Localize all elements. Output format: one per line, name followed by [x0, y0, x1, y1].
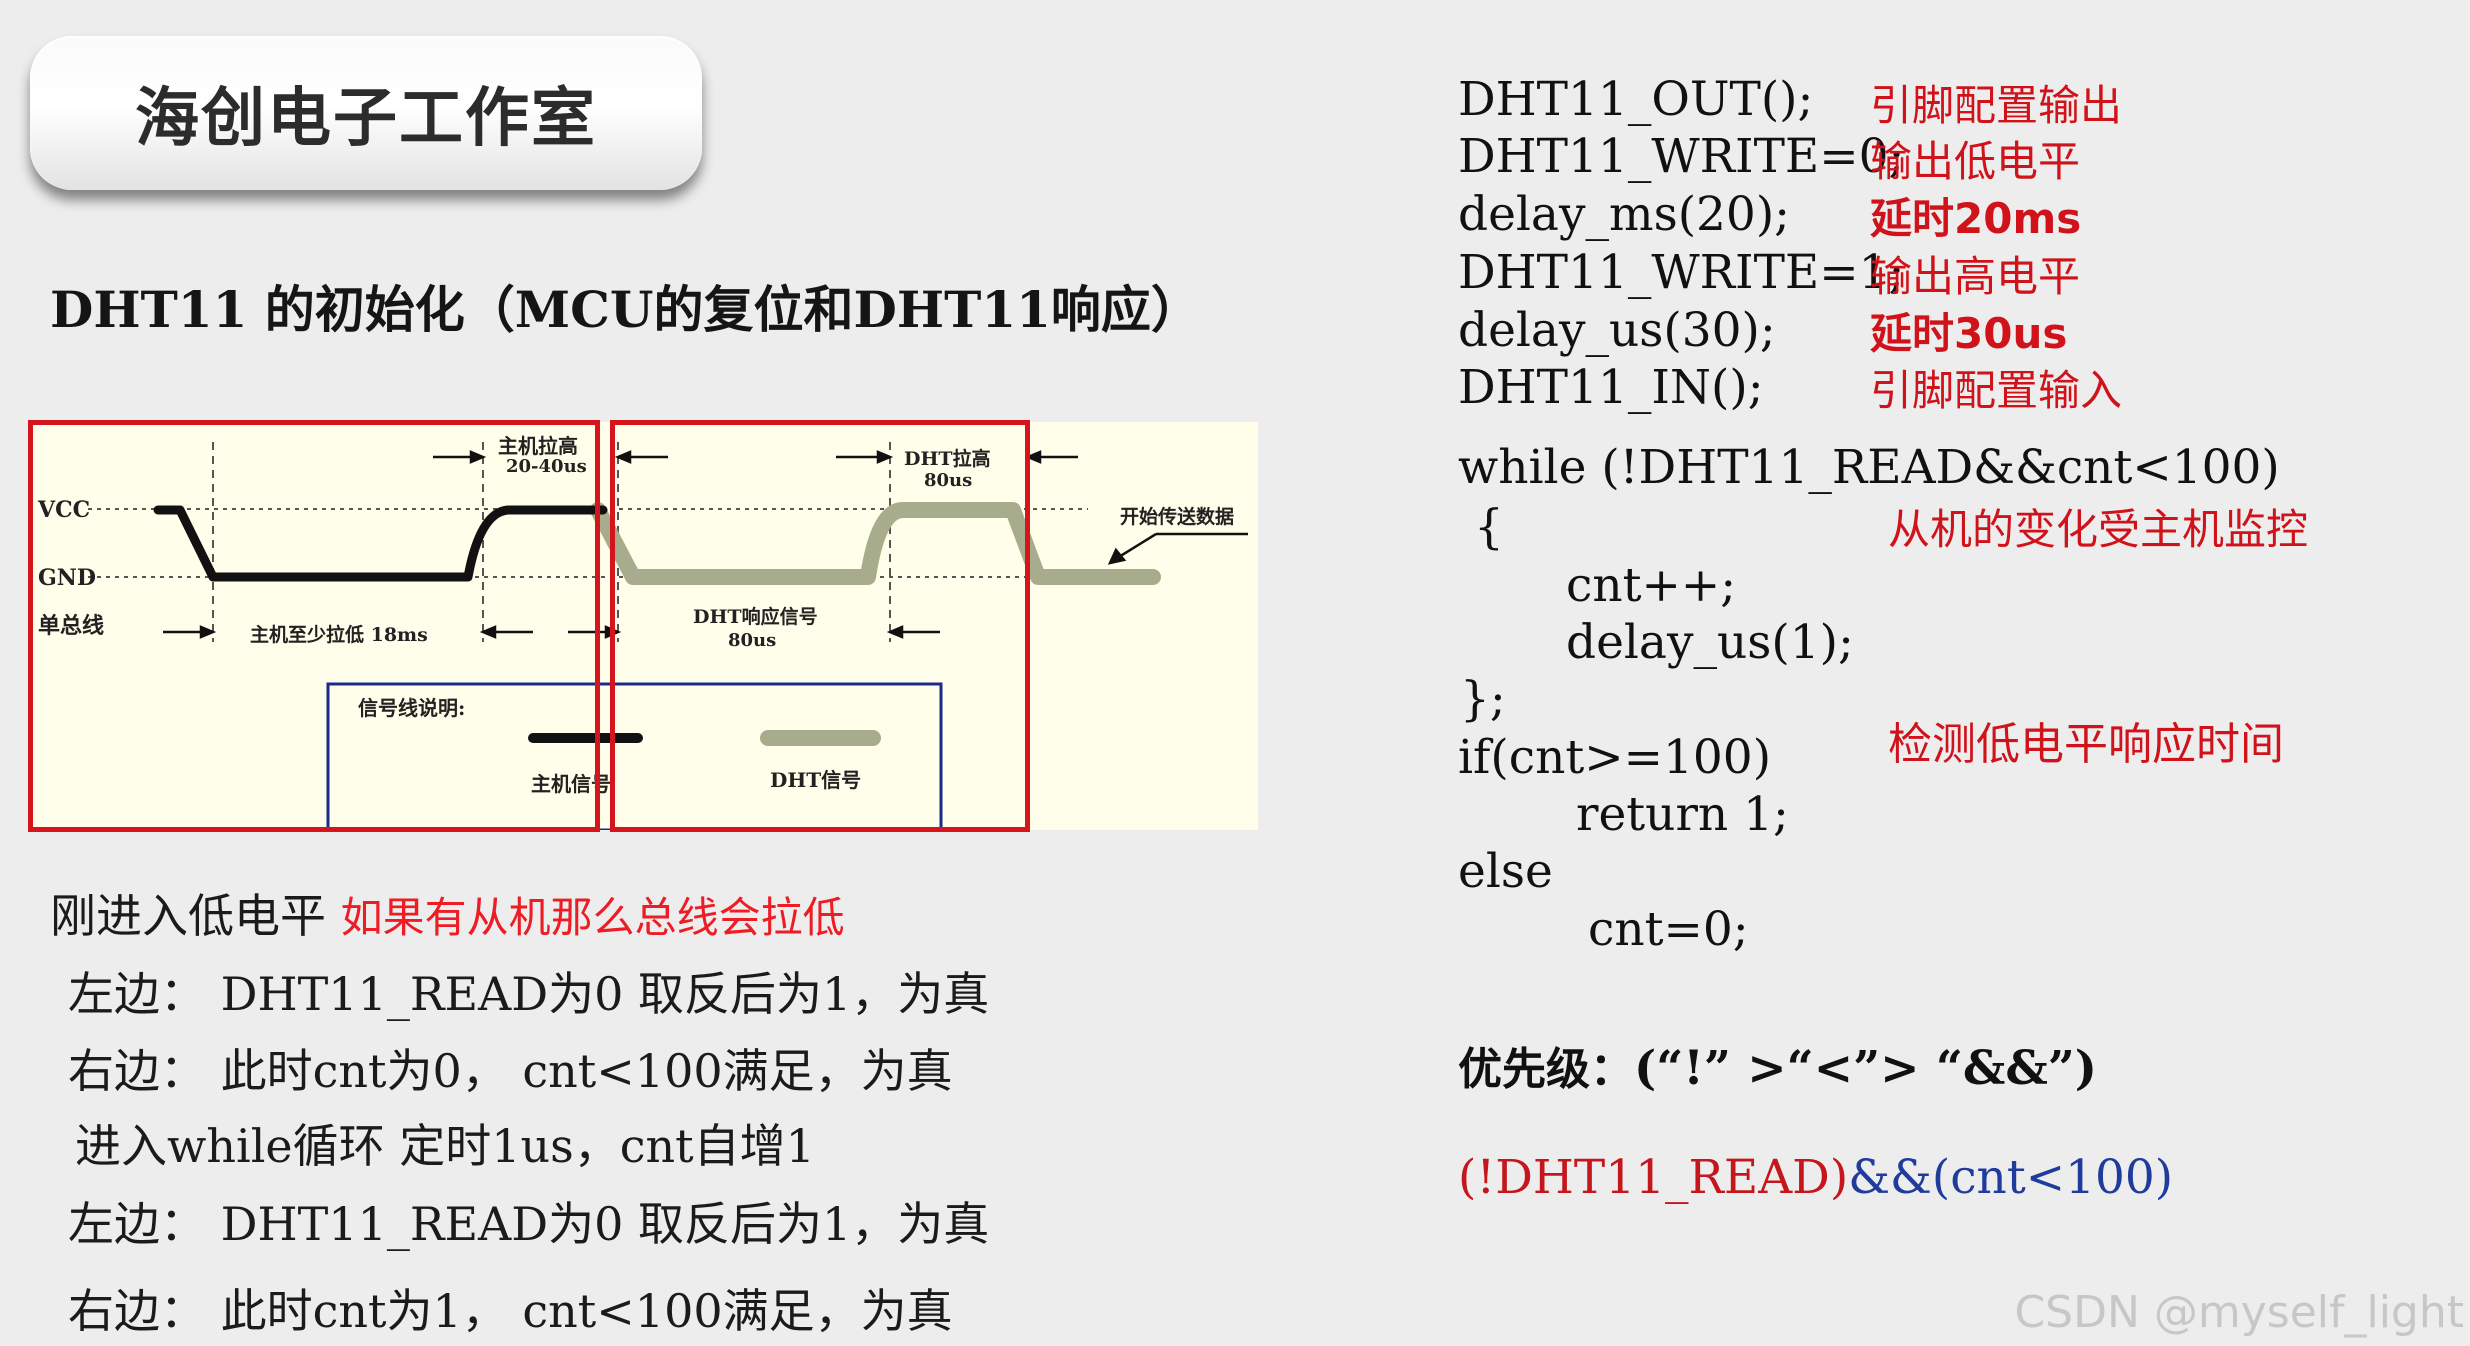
dht-pull-high-time: 80us — [924, 470, 973, 491]
priority-label: 优先级： — [1458, 1044, 1634, 1095]
code-comment: 延时20ms — [1870, 194, 2082, 243]
vcc-label: VCC — [38, 497, 91, 523]
code-comment: 延时30us — [1870, 309, 2068, 358]
dht-phase-highlight — [610, 420, 1030, 832]
loop-body-line: cnt++; — [1566, 558, 1737, 613]
intro-note: 如果有从机那么总线会拉低 — [340, 893, 845, 942]
host-pull-low-label: 主机至少拉低 18ms — [250, 624, 428, 646]
code-line: DHT11_WRITE=0; — [1458, 129, 1905, 184]
loop-body-line: delay_us(1); — [1566, 615, 1854, 670]
code-comment: 引脚配置输入 — [1870, 366, 2123, 415]
intro-text: 刚进入低电平 — [50, 889, 326, 943]
close-brace: }; — [1460, 672, 1506, 727]
watermark: CSDN @myself_light — [2014, 1287, 2464, 1338]
code-line: delay_us(30); — [1458, 303, 1776, 358]
timing-diagram: VCC GND 单总线 主机拉高 20-40us DHT拉高 80us 开始传送… — [28, 420, 1258, 832]
dht-response-label: DHT响应信号 — [693, 606, 818, 628]
explanation-intro: 刚进入低电平 如果有从机那么总线会拉低 — [50, 880, 845, 946]
legend-dht: DHT信号 — [770, 768, 862, 792]
bus-label: 单总线 — [38, 613, 105, 639]
explanation-line: 右边： 此时cnt为1， cnt<100满足，为真 — [68, 1284, 953, 1338]
dht-pull-high-label: DHT拉高 — [904, 448, 991, 470]
code-line: DHT11_WRITE=1; — [1458, 245, 1905, 300]
while-comment: 从机的变化受主机监控 — [1888, 505, 2309, 554]
code-line: delay_ms(20); — [1458, 187, 1791, 242]
explanation-line: 左边： DHT11_READ为0 取反后为1，为真 — [68, 967, 990, 1021]
reset-line: cnt=0; — [1588, 902, 1749, 957]
while-line: while (!DHT11_READ&&cnt<100) — [1458, 440, 2280, 495]
code-comment: 输出高电平 — [1870, 252, 2081, 301]
condition-expression: (!DHT11_READ)&&(cnt<100) — [1458, 1150, 2173, 1205]
if-line: if(cnt>=100) — [1458, 730, 1772, 785]
timing-diagram-graphic — [88, 442, 1248, 830]
code-line: DHT11_OUT(); — [1458, 72, 1814, 127]
dht-response-time: 80us — [728, 630, 777, 651]
start-transfer-label: 开始传送数据 — [1120, 506, 1235, 528]
explanation-line: 右边： 此时cnt为0， cnt<100满足，为真 — [68, 1044, 953, 1098]
explanation-line: 左边： DHT11_READ为0 取反后为1，为真 — [68, 1197, 990, 1251]
expression-part-read: (!DHT11_READ) — [1458, 1150, 1849, 1205]
expression-part-cnt: &&(cnt<100) — [1848, 1150, 2174, 1205]
code-comment: 引脚配置输出 — [1870, 81, 2123, 130]
legend-title: 信号线说明: — [358, 696, 466, 720]
gnd-label: GND — [38, 565, 96, 591]
priority-row: 优先级：(“!” >“<”> “&&”) — [1458, 1033, 2097, 1097]
section-title: DHT11 的初始化（MCU的复位和DHT11响应） — [50, 280, 1201, 339]
host-pull-high-time: 20-40us — [506, 456, 587, 477]
host-pull-high-label: 主机拉高 — [498, 434, 578, 458]
open-brace: { — [1474, 500, 1504, 555]
studio-badge: 海创电子工作室 — [30, 36, 702, 190]
return-line: return 1; — [1576, 787, 1789, 842]
priority-expr: (“!” >“<”> “&&”) — [1634, 1041, 2098, 1096]
badge-title: 海创电子工作室 — [135, 82, 597, 156]
code-line: DHT11_IN(); — [1458, 360, 1764, 415]
host-phase-highlight — [28, 420, 600, 832]
if-comment: 检测低电平响应时间 — [1888, 719, 2284, 770]
explanation-line: 进入while循环 定时1us，cnt自增1 — [75, 1119, 815, 1173]
else-line: else — [1458, 844, 1553, 899]
code-comment: 输出低电平 — [1870, 137, 2081, 186]
